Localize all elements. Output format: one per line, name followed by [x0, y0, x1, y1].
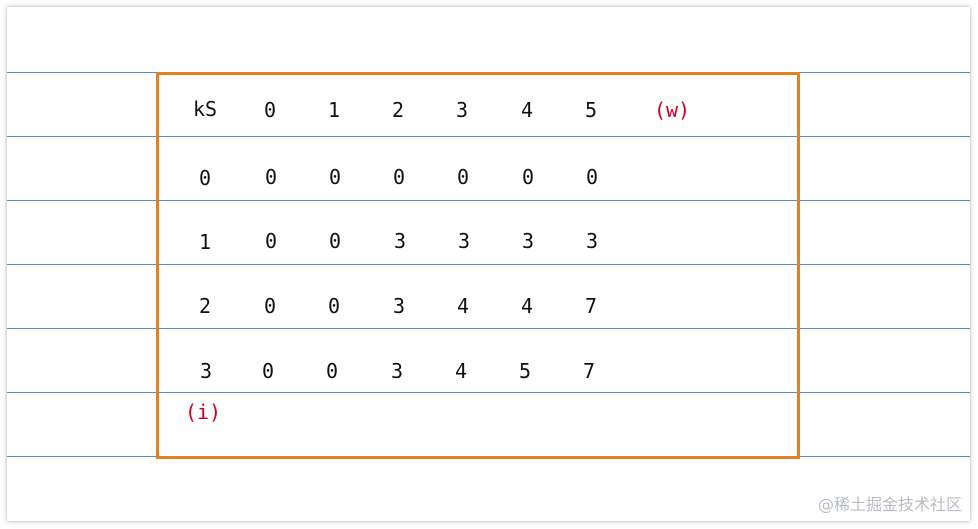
- ruled-line: [7, 136, 970, 137]
- table-cell: 3: [521, 229, 535, 253]
- table-cell: 4: [520, 294, 534, 318]
- column-axis-label: (w): [653, 98, 691, 122]
- table-cell: 0: [585, 165, 599, 189]
- table-cell: 0: [263, 294, 277, 318]
- corner-label: kS: [192, 97, 218, 121]
- table-cell: 0: [392, 165, 406, 189]
- row-label: 3: [199, 359, 213, 383]
- table-cell: 3: [457, 229, 471, 253]
- table-cell: 0: [521, 165, 535, 189]
- ruled-line: [7, 392, 970, 393]
- row-label: 0: [198, 166, 212, 190]
- ruled-line: [7, 200, 970, 201]
- column-header: 2: [391, 98, 405, 122]
- table-cell: 4: [454, 359, 468, 383]
- row-label: 1: [198, 230, 212, 254]
- column-header: 1: [327, 98, 341, 122]
- ruled-line: [7, 328, 970, 329]
- table-cell: 0: [327, 294, 341, 318]
- table-cell: 0: [456, 165, 470, 189]
- table-cell: 0: [328, 229, 342, 253]
- table-cell: 3: [392, 294, 406, 318]
- row-label: 2: [198, 294, 212, 318]
- table-cell: 3: [393, 229, 407, 253]
- table-cell: 7: [584, 294, 598, 318]
- table-frame: [156, 72, 800, 459]
- table-cell: 0: [328, 165, 342, 189]
- table-cell: 0: [325, 359, 339, 383]
- column-header: 4: [520, 98, 534, 122]
- table-cell: 0: [264, 229, 278, 253]
- table-cell: 5: [518, 359, 532, 383]
- watermark: @稀土掘金技术社区: [817, 495, 962, 514]
- table-cell: 0: [261, 359, 275, 383]
- column-header: 5: [584, 98, 598, 122]
- table-cell: 3: [585, 229, 599, 253]
- table-cell: 0: [264, 165, 278, 189]
- column-header: 3: [455, 98, 469, 122]
- table-cell: 4: [456, 294, 470, 318]
- ruled-line: [7, 264, 970, 265]
- table-cell: 7: [582, 359, 596, 383]
- column-header: 0: [263, 98, 277, 122]
- table-cell: 3: [390, 359, 404, 383]
- row-axis-label: (i): [184, 400, 222, 424]
